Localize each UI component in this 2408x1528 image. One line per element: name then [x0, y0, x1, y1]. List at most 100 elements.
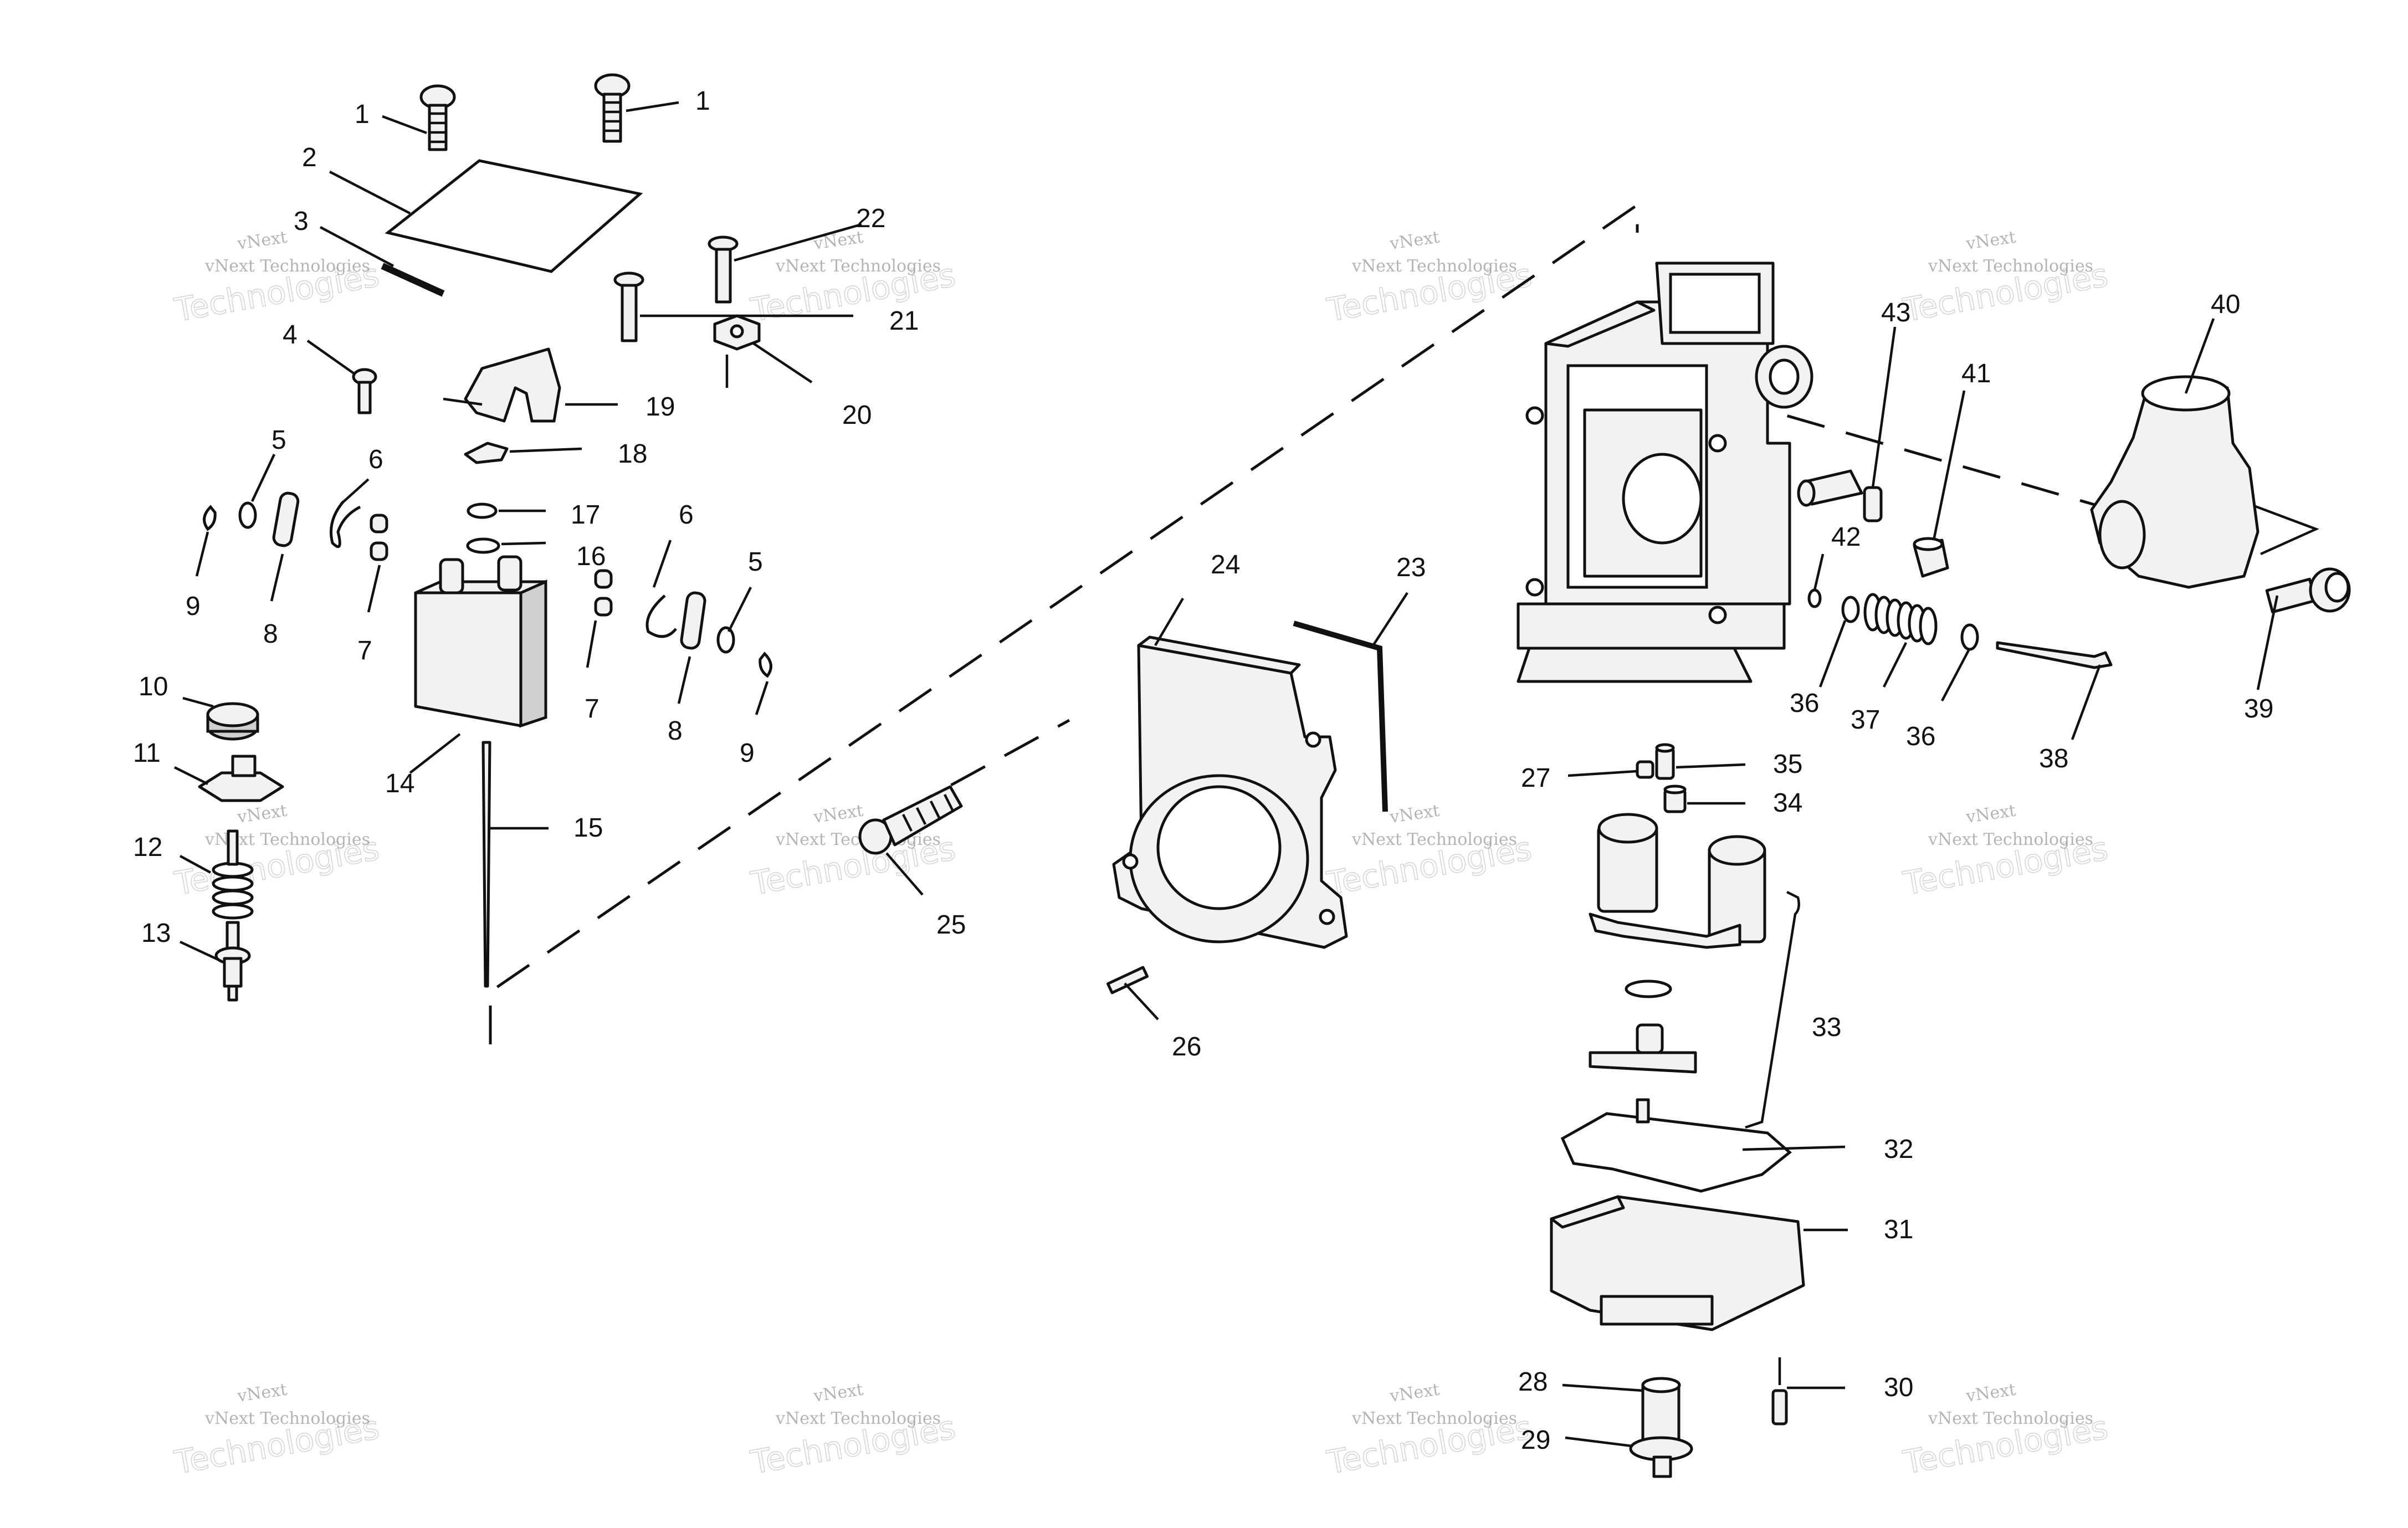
svg-text:vNext Technologies: vNext Technologies — [204, 1409, 370, 1428]
callout-21: 21 — [889, 306, 919, 336]
watermark-12: vNext vNext Technologies Technologies — [1900, 1380, 2111, 1482]
plunger-13 — [214, 921, 251, 1002]
callout-10: 10 — [139, 672, 168, 701]
callout-40: 40 — [2211, 290, 2240, 319]
svg-text:vNext: vNext — [1964, 1380, 2017, 1406]
callout-35: 35 — [1773, 750, 1802, 779]
screw-1-left — [419, 84, 456, 151]
screw-30 — [1771, 1357, 1788, 1426]
cap-40 — [2090, 375, 2260, 589]
watermark-3: vNext vNext Technologies Technologies — [1324, 228, 1535, 330]
svg-text:vNext: vNext — [1964, 228, 2017, 254]
screw-21 — [613, 271, 644, 342]
slide-14 — [414, 555, 547, 728]
callout-8a: 8 — [263, 619, 278, 649]
callout-3: 3 — [294, 207, 309, 236]
screw-22 — [708, 235, 739, 304]
gasket-3 — [381, 263, 445, 297]
ring-16 — [466, 537, 500, 554]
fitting-43 — [1797, 469, 1883, 522]
washer-5-left — [238, 501, 257, 529]
callout-29: 29 — [1521, 1426, 1550, 1455]
callouts: 1 1 2 3 4 5 6 9 8 7 10 11 12 13 14 15 16… — [133, 86, 2273, 1455]
callout-41: 41 — [1961, 359, 1991, 388]
roller-7-right-top — [594, 569, 613, 589]
svg-text:vNext Technologies: vNext Technologies — [1351, 830, 1517, 849]
washer-36-right — [1960, 623, 1979, 651]
callout-31: 31 — [1884, 1215, 1913, 1244]
screw-39 — [2265, 567, 2351, 614]
jet-35 — [1655, 743, 1675, 780]
float-bowl-31 — [1550, 1195, 1805, 1331]
callout-7a: 7 — [357, 636, 372, 665]
callout-30: 30 — [1884, 1373, 1913, 1402]
eclip-9-left — [203, 505, 217, 531]
svg-text:vNext Technologies: vNext Technologies — [1928, 830, 2093, 849]
leader-lines — [173, 101, 2279, 1448]
svg-text:vNext: vNext — [812, 801, 864, 827]
gasket-32 — [1560, 1112, 1792, 1193]
clip-18 — [464, 442, 509, 464]
callout-5a: 5 — [271, 425, 286, 455]
roller-7-left-bottom — [370, 541, 388, 561]
needle-15 — [481, 741, 491, 988]
callout-1b: 1 — [695, 86, 710, 116]
callout-43: 43 — [1881, 298, 1910, 327]
callout-23: 23 — [1396, 553, 1426, 582]
link-8-left — [272, 491, 300, 547]
ring-42 — [1807, 588, 1822, 608]
watermark-8: vNext vNext Technologies Technologies — [1900, 801, 2111, 903]
callout-6b: 6 — [679, 500, 694, 530]
axis-slide-to-body — [489, 202, 1639, 1044]
callout-38: 38 — [2039, 744, 2068, 773]
callout-6a: 6 — [368, 445, 383, 474]
watermark-10: vNext vNext Technologies Technologies — [747, 1380, 959, 1482]
screw-1-right — [594, 73, 631, 143]
callout-42: 42 — [1831, 522, 1861, 552]
screw-4 — [352, 368, 377, 414]
svg-text:vNext: vNext — [1388, 228, 1441, 254]
callout-33: 33 — [1812, 1013, 1841, 1042]
gasket-23 — [1293, 621, 1388, 812]
bushing-10 — [206, 702, 259, 741]
top-plate-2 — [385, 159, 643, 273]
middle-group — [858, 621, 1388, 994]
eclip-9-right — [759, 652, 772, 678]
callout-9a: 9 — [186, 592, 201, 621]
callout-19: 19 — [645, 392, 675, 422]
svg-text:vNext: vNext — [235, 801, 288, 827]
callout-12: 12 — [133, 833, 162, 862]
watermark-5: vNext vNext Technologies Technologies — [171, 801, 382, 903]
callout-9b: 9 — [740, 739, 755, 768]
callout-34: 34 — [1773, 788, 1802, 818]
watermark-7: vNext vNext Technologies Technologies — [1324, 801, 1535, 903]
clip-17 — [467, 503, 498, 519]
drain-28-29 — [1629, 1377, 1693, 1478]
callout-8b: 8 — [668, 716, 683, 746]
washer-36-left — [1841, 596, 1860, 623]
axis-cap-40 — [2249, 503, 2319, 556]
callout-20: 20 — [842, 401, 872, 430]
callout-24: 24 — [1211, 550, 1240, 580]
callout-32: 32 — [1884, 1135, 1913, 1164]
callout-13: 13 — [141, 919, 171, 948]
svg-text:vNext Technologies: vNext Technologies — [1928, 1409, 2093, 1428]
svg-text:vNext Technologies: vNext Technologies — [775, 257, 941, 276]
callout-16: 16 — [576, 542, 606, 571]
svg-text:vNext: vNext — [1964, 801, 2017, 827]
callout-22: 22 — [856, 204, 885, 233]
callout-14: 14 — [385, 769, 414, 798]
screw-25 — [858, 785, 963, 855]
svg-text:vNext Technologies: vNext Technologies — [1351, 257, 1517, 276]
clip-6-left — [330, 500, 361, 548]
pin-26 — [1106, 966, 1149, 994]
svg-text:vNext: vNext — [1388, 1380, 1441, 1406]
washer-5-right — [716, 626, 735, 654]
callout-11: 11 — [133, 739, 161, 768]
spring-37 — [1863, 593, 1938, 645]
bracket-19 — [464, 347, 561, 423]
callout-4: 4 — [283, 320, 298, 350]
callout-2: 2 — [302, 143, 317, 172]
callout-36b: 36 — [1906, 722, 1935, 751]
link-8-right — [680, 591, 706, 650]
